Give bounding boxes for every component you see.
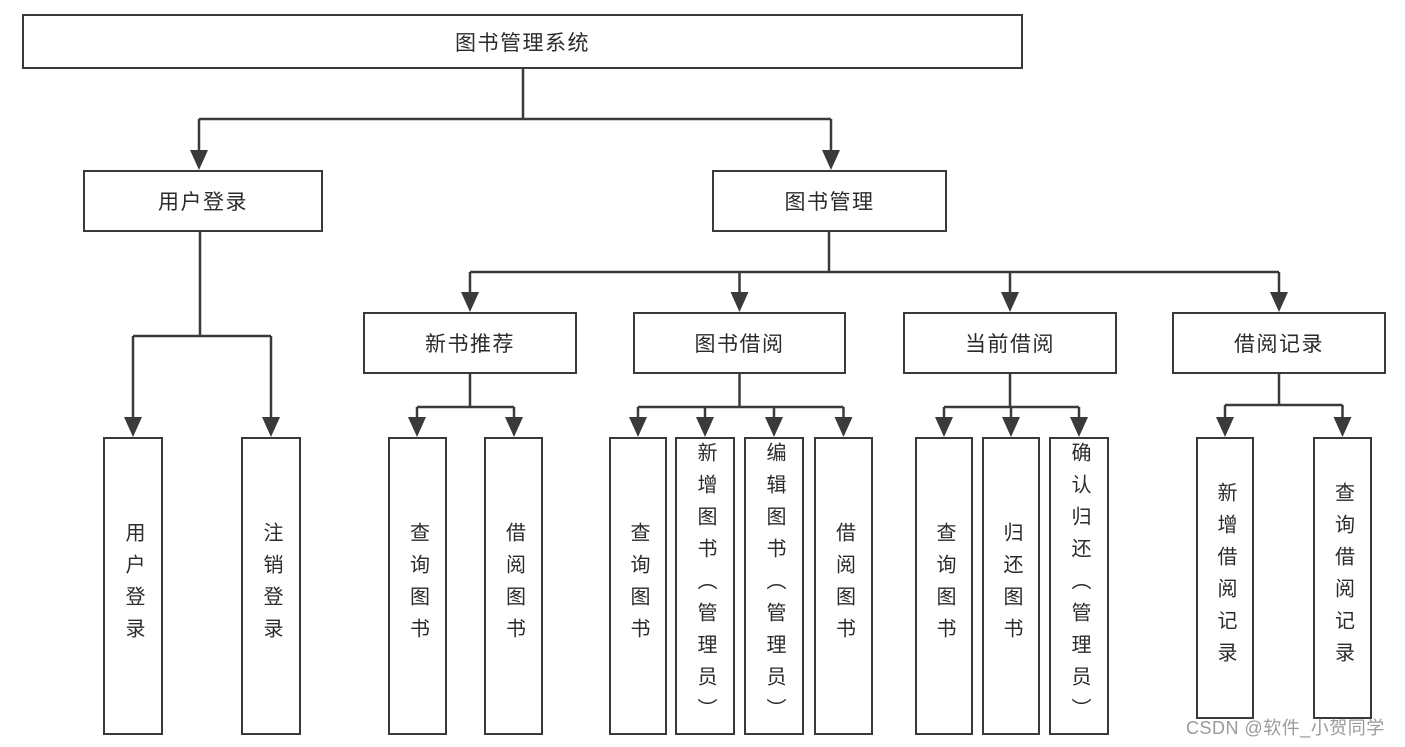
leaf-query-borrow-record-label: 查询借阅记录 — [1331, 482, 1354, 674]
connector-user-login-to-children — [131, 232, 273, 423]
leaf-query-books-1: 查询图书 — [388, 437, 447, 735]
arrowhead-leaf-return-books — [1002, 417, 1020, 437]
connector-root-to-level2 — [197, 68, 833, 156]
arrowhead-leaf-query-borrow-record — [1333, 417, 1352, 437]
leaf-return-books-label: 归还图书 — [1000, 522, 1022, 650]
leaf-query-books-1-label: 查询图书 — [406, 522, 429, 650]
node-current-borrow-label: 当前借阅 — [965, 333, 1055, 356]
arrowhead-user-login — [190, 150, 208, 170]
node-new-book-recommend-label: 新书推荐 — [425, 333, 515, 356]
node-borrow-records-label: 借阅记录 — [1234, 333, 1324, 356]
arrowhead-leaf-borrow-books-1 — [505, 417, 523, 437]
leaf-add-book-admin-label: 新增图书（管理员） — [694, 442, 716, 730]
arrowhead-leaf-user-login — [124, 417, 142, 437]
arrowhead-leaf-borrow-books-2 — [834, 417, 853, 437]
arrowhead-leaf-logout — [262, 417, 280, 437]
connector-book-management-to-level3 — [468, 232, 1281, 298]
leaf-return-books: 归还图书 — [982, 437, 1040, 735]
node-book-borrow-label: 图书借阅 — [694, 333, 785, 356]
node-new-book-recommend: 新书推荐 — [363, 312, 577, 374]
leaf-confirm-return-admin-label: 确认归还（管理员） — [1068, 442, 1090, 730]
connector-borrow-records-to-children — [1223, 374, 1344, 423]
node-root-label: 图书管理系统 — [455, 31, 590, 55]
arrowhead-leaf-confirm-return — [1070, 417, 1088, 437]
arrowhead-leaf-edit-book — [765, 417, 783, 437]
leaf-add-borrow-record: 新增借阅记录 — [1196, 437, 1254, 719]
node-user-login-label: 用户登录 — [158, 191, 248, 214]
arrowhead-new-book-recommend — [461, 292, 479, 312]
arrowhead-book-borrow — [730, 292, 749, 312]
leaf-query-books-3-label: 查询图书 — [933, 522, 955, 650]
node-current-borrow: 当前借阅 — [903, 312, 1117, 374]
arrowhead-leaf-query-books-2 — [629, 417, 647, 437]
leaf-user-login-label: 用户登录 — [122, 522, 144, 650]
arrowhead-borrow-records — [1270, 292, 1288, 312]
leaf-logout: 注销登录 — [241, 437, 301, 735]
leaf-user-login: 用户登录 — [103, 437, 163, 735]
leaf-borrow-books-1: 借阅图书 — [484, 437, 543, 735]
leaf-query-books-2-label: 查询图书 — [627, 522, 649, 650]
connector-book-borrow-to-children — [636, 374, 845, 423]
leaf-edit-book-admin-label: 编辑图书（管理员） — [763, 442, 785, 730]
node-user-login: 用户登录 — [83, 170, 323, 232]
node-borrow-records: 借阅记录 — [1172, 312, 1386, 374]
leaf-add-borrow-record-label: 新增借阅记录 — [1214, 482, 1236, 674]
leaf-query-borrow-record: 查询借阅记录 — [1313, 437, 1372, 719]
leaf-add-book-admin: 新增图书（管理员） — [675, 437, 735, 735]
csdn-watermark: CSDN @软件_小贺同学 — [1186, 718, 1385, 738]
arrowhead-leaf-query-books-1 — [408, 417, 426, 437]
arrowhead-leaf-query-books-3 — [935, 417, 953, 437]
leaf-confirm-return-admin: 确认归还（管理员） — [1049, 437, 1109, 735]
node-book-borrow: 图书借阅 — [633, 312, 846, 374]
arrowhead-leaf-add-borrow-record — [1216, 417, 1234, 437]
leaf-borrow-books-1-label: 借阅图书 — [502, 522, 525, 650]
leaf-query-books-3: 查询图书 — [915, 437, 973, 735]
arrowhead-leaf-add-book — [696, 417, 714, 437]
node-book-management: 图书管理 — [712, 170, 947, 232]
leaf-edit-book-admin: 编辑图书（管理员） — [744, 437, 804, 735]
node-root: 图书管理系统 — [22, 14, 1023, 69]
arrowhead-current-borrow — [1001, 292, 1019, 312]
leaf-borrow-books-2-label: 借阅图书 — [832, 522, 855, 650]
leaf-logout-label: 注销登录 — [260, 522, 282, 650]
leaf-query-books-2: 查询图书 — [609, 437, 667, 735]
node-book-management-label: 图书管理 — [784, 191, 875, 214]
arrowhead-book-management — [822, 150, 840, 170]
leaf-borrow-books-2: 借阅图书 — [814, 437, 873, 735]
connector-new-book-recommend-to-children — [415, 374, 516, 423]
connector-current-borrow-to-children — [942, 374, 1081, 423]
